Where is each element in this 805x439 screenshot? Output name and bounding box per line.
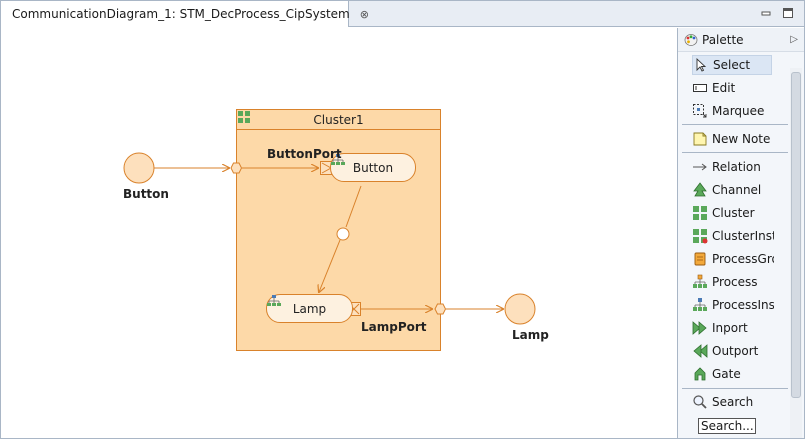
channel-midpoint [336, 227, 350, 241]
external-lamp-node [504, 293, 536, 325]
diagram-drawing [123, 109, 536, 351]
gate-icon [694, 367, 706, 381]
tab-close-icon[interactable]: ⊗ [359, 7, 369, 21]
palette-scrollbar[interactable] [790, 68, 802, 438]
marquee-icon [693, 104, 707, 118]
cluster-instance-icon [693, 229, 708, 244]
palette-tool-select[interactable]: Select [692, 55, 772, 75]
palette-tool-channel[interactable]: Channel [692, 180, 774, 200]
palette-search-input[interactable]: Search... [698, 418, 756, 434]
arrow-pointer-icon [696, 57, 707, 72]
cluster-name: Cluster1 [313, 112, 364, 127]
arrow-right-icon [693, 163, 707, 171]
process-icon [693, 274, 707, 288]
palette-panel: Palette ▷ Select Edit Marquee New Note [677, 28, 804, 438]
channel-internal-2 [319, 239, 341, 292]
palette-tool-search[interactable]: Search [692, 392, 774, 412]
process-lamp-node[interactable]: Lamp [266, 294, 353, 323]
cluster-title[interactable]: Cluster1 [237, 110, 440, 129]
palette-tool-process-group[interactable]: ProcessGro... [692, 249, 774, 269]
palette-separator [682, 388, 788, 389]
maximize-icon[interactable] [782, 7, 794, 19]
diagram-canvas[interactable]: Cluster1 Button Lamp Button Lamp [1, 28, 677, 438]
gate-lamp-port [434, 303, 447, 315]
lamp-port-label: LampPort [361, 320, 427, 334]
tab-title: CommunicationDiagram_1: STM_DecProcess_C… [12, 7, 350, 21]
process-lamp-label: Lamp [292, 301, 327, 316]
cluster-icon [693, 206, 707, 220]
palette-icon [684, 33, 698, 46]
palette-tool-cluster[interactable]: Cluster [692, 203, 774, 223]
inport-icon [692, 321, 707, 335]
palette-tool-inport[interactable]: Inport [692, 318, 774, 338]
palette-separator [682, 124, 788, 125]
palette-tool-gate[interactable]: Gate [692, 364, 774, 384]
process-icon [331, 154, 345, 165]
palette-tool-outport[interactable]: Outport [692, 341, 774, 361]
palette-tool-edit[interactable]: Edit [692, 78, 774, 98]
palette-collapse-icon[interactable]: ▷ [790, 34, 798, 45]
process-group-icon [694, 252, 706, 266]
button-port-label: ButtonPort [267, 147, 342, 161]
gate-button-port [230, 162, 243, 174]
process-button-label: Button [352, 160, 394, 175]
edit-box-icon [693, 84, 707, 92]
process-icon [267, 295, 281, 306]
palette-tool-new-note[interactable]: New Note [692, 129, 774, 149]
palette-tool-process[interactable]: Process [692, 272, 774, 292]
palette-separator [682, 152, 788, 153]
palette-tool-cluster-instance[interactable]: ClusterInsta... [692, 226, 774, 246]
palette-header[interactable]: Palette ▷ [678, 28, 804, 52]
outport-icon [693, 344, 708, 358]
search-icon [693, 395, 707, 409]
channel-icon [693, 182, 707, 197]
process-button-node[interactable]: Button [330, 153, 416, 182]
external-button-node [123, 152, 155, 184]
palette-tool-marquee[interactable]: Marquee [692, 101, 774, 121]
note-icon [693, 132, 707, 146]
palette-tool-process-instance[interactable]: ProcessInst... [692, 295, 774, 315]
external-button-label: Button [123, 187, 169, 201]
editor-tab-bar: CommunicationDiagram_1: STM_DecProcess_C… [1, 1, 804, 27]
palette-tool-relation[interactable]: Relation [692, 157, 774, 177]
minimize-icon[interactable] [760, 7, 772, 19]
palette-title: Palette [702, 32, 744, 47]
process-instance-icon [693, 298, 707, 311]
channel-internal-1 [345, 185, 362, 228]
cluster-icon [238, 111, 250, 123]
external-lamp-label: Lamp [512, 328, 549, 342]
tab-communication-diagram[interactable]: CommunicationDiagram_1: STM_DecProcess_C… [1, 1, 369, 27]
palette-scroll-thumb[interactable] [791, 72, 801, 398]
